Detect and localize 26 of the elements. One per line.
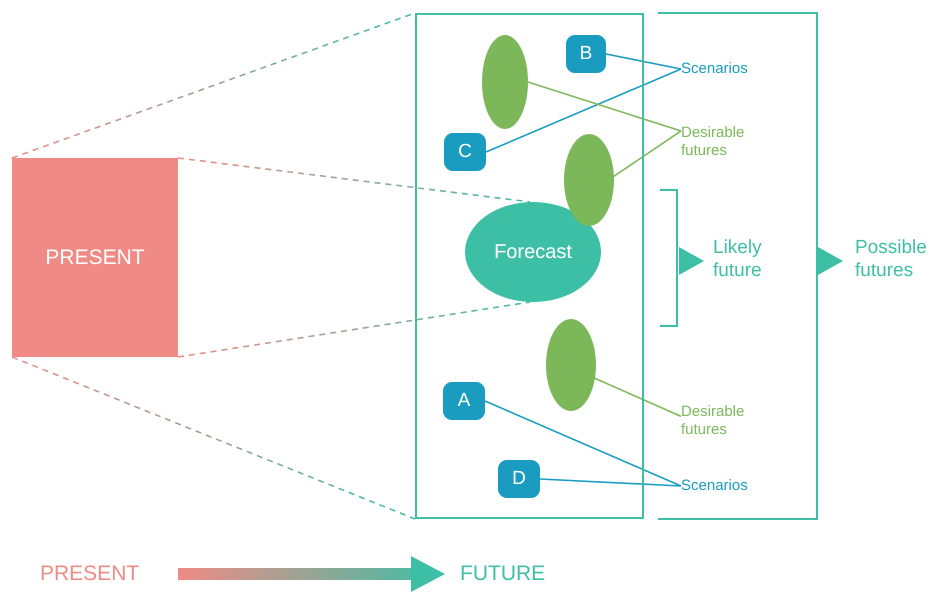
leader-line	[606, 53, 682, 70]
projection-line	[178, 301, 530, 358]
projection-line	[12, 356, 416, 520]
scenario-badge: D	[498, 460, 540, 498]
leader-line	[594, 377, 682, 418]
leader-line	[612, 130, 682, 178]
present-box: PRESENT	[12, 158, 178, 357]
scenario-label: Scenarios	[681, 58, 773, 80]
leader-line	[540, 478, 682, 487]
forecast-ellipse: Forecast	[465, 202, 601, 302]
scenario-badge: A	[443, 382, 485, 420]
timeline-end-label: FUTURE	[445, 561, 565, 587]
leader-line	[528, 81, 682, 132]
scenario-badge: C	[444, 133, 486, 171]
leader-line	[486, 68, 682, 153]
timeline-start-label: PRESENT	[12, 561, 178, 587]
scenario-badge: B	[566, 35, 606, 73]
leader-line	[484, 400, 682, 487]
desirable-futures-label: Desirable futures	[681, 119, 765, 165]
timeline-arrow	[178, 556, 445, 592]
desirable-futures-label: Desirable futures	[681, 398, 765, 444]
likely-future-label: Likely future	[713, 237, 797, 283]
frame-box	[415, 13, 644, 519]
scenario-label: Scenarios	[681, 475, 773, 497]
possible-futures-label: Possible futures	[855, 237, 940, 283]
projection-line	[178, 157, 530, 203]
